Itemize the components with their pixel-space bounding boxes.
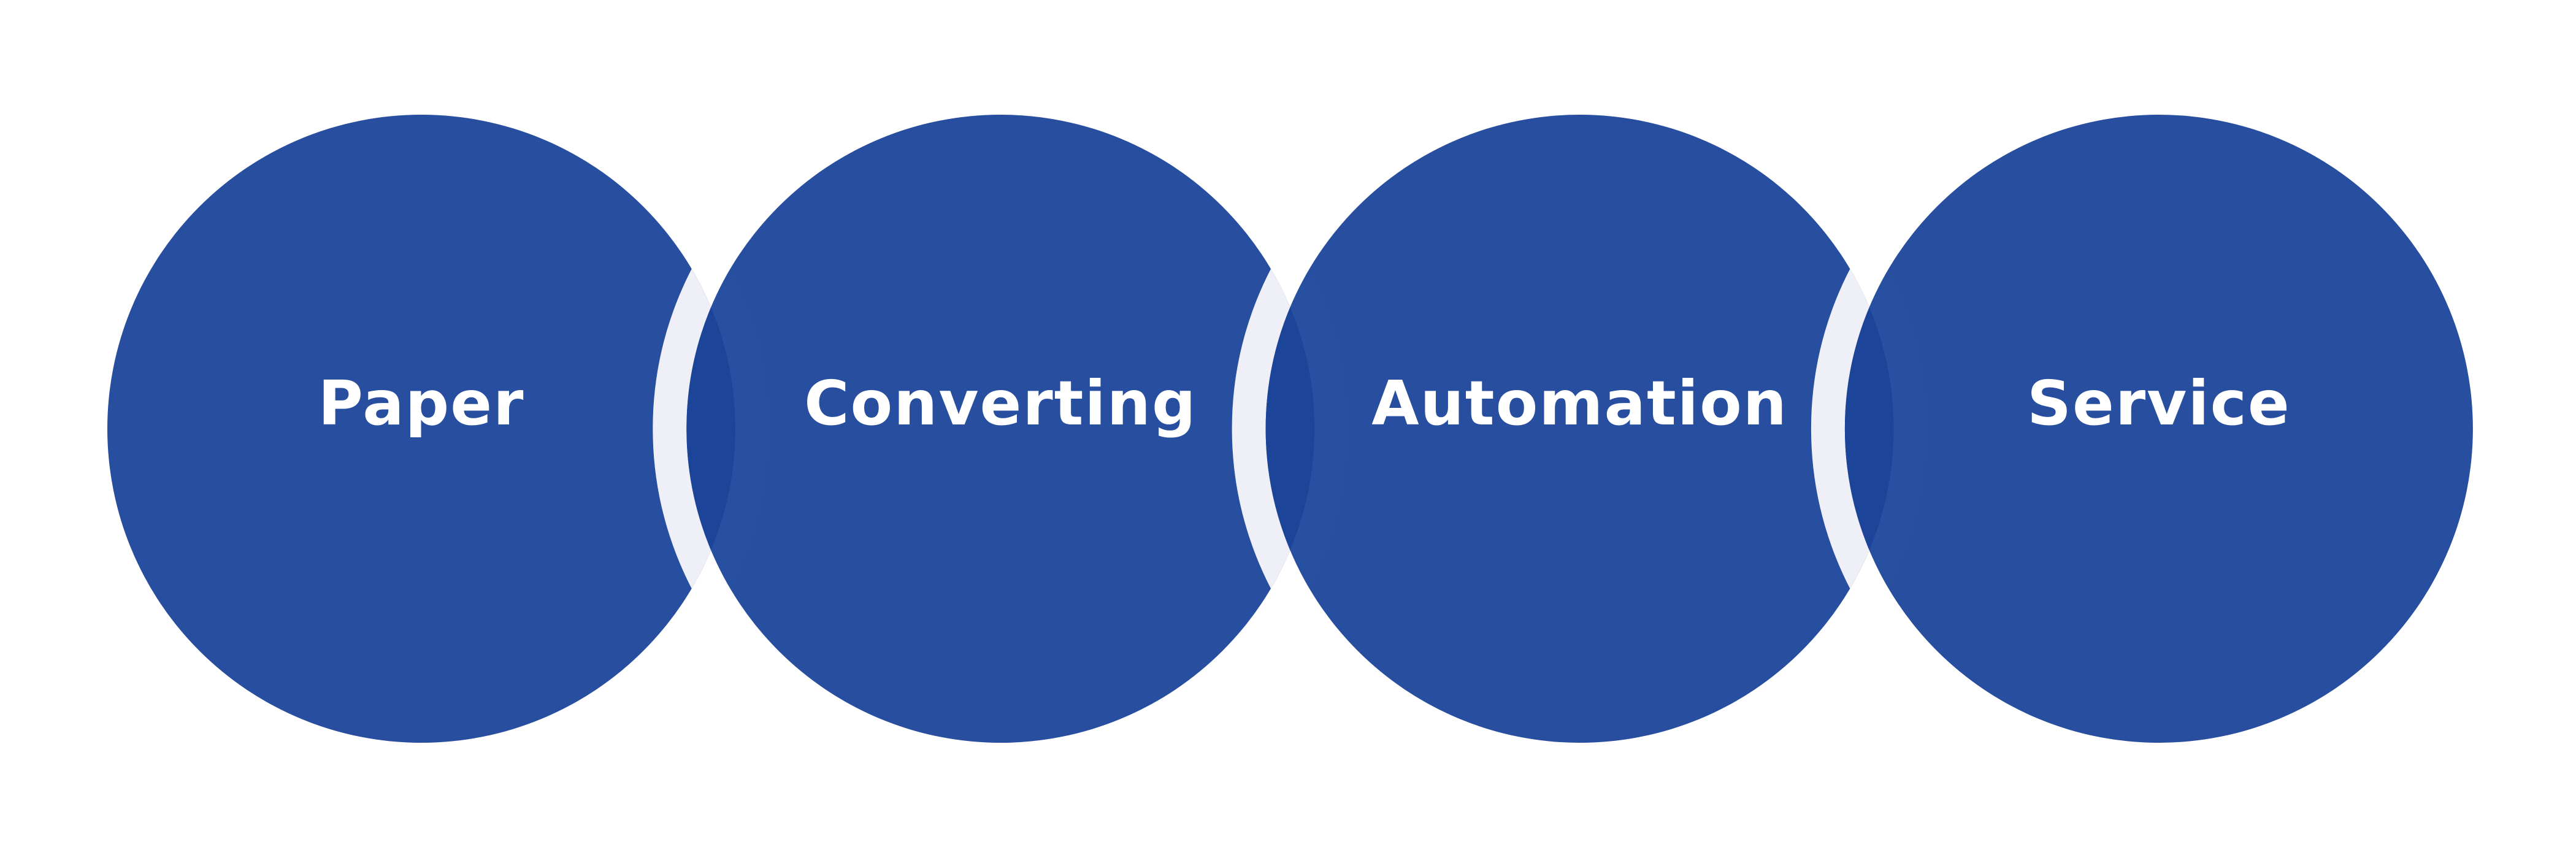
stage-label-paper: Paper <box>318 367 525 439</box>
stage-label-service: Service <box>2027 367 2291 439</box>
overlap-band <box>686 115 769 743</box>
overlap-band <box>1844 115 1928 743</box>
stage-circle-converting <box>686 115 1315 743</box>
stage-label-converting: Converting <box>804 367 1197 439</box>
separator-ring <box>653 115 735 743</box>
separator-ring <box>1232 115 1315 743</box>
stage-label-automation: Automation <box>1371 367 1788 439</box>
overlap-band <box>1265 115 1349 743</box>
stage-circle-paper <box>107 115 735 743</box>
stage-circle-service <box>1844 115 2473 743</box>
stage-circle-automation <box>1265 115 1894 743</box>
separator-ring <box>1811 115 1894 743</box>
